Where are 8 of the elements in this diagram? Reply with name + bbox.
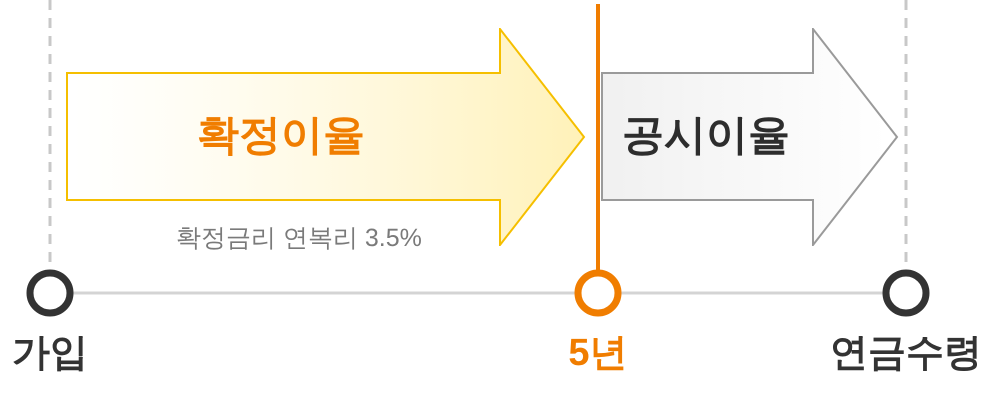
timeline-label: 연금수령 (830, 331, 982, 375)
timeline-line (73, 292, 575, 294)
timeline-line (621, 292, 883, 294)
arrow-label: 공시이율 (621, 110, 791, 160)
arrow-label: 확정이율 (196, 110, 366, 160)
timeline-label: 5년 (568, 331, 628, 375)
timeline-label: 가입 (12, 331, 88, 375)
rate-note: 확정금리 연복리 3.5% (176, 223, 422, 254)
